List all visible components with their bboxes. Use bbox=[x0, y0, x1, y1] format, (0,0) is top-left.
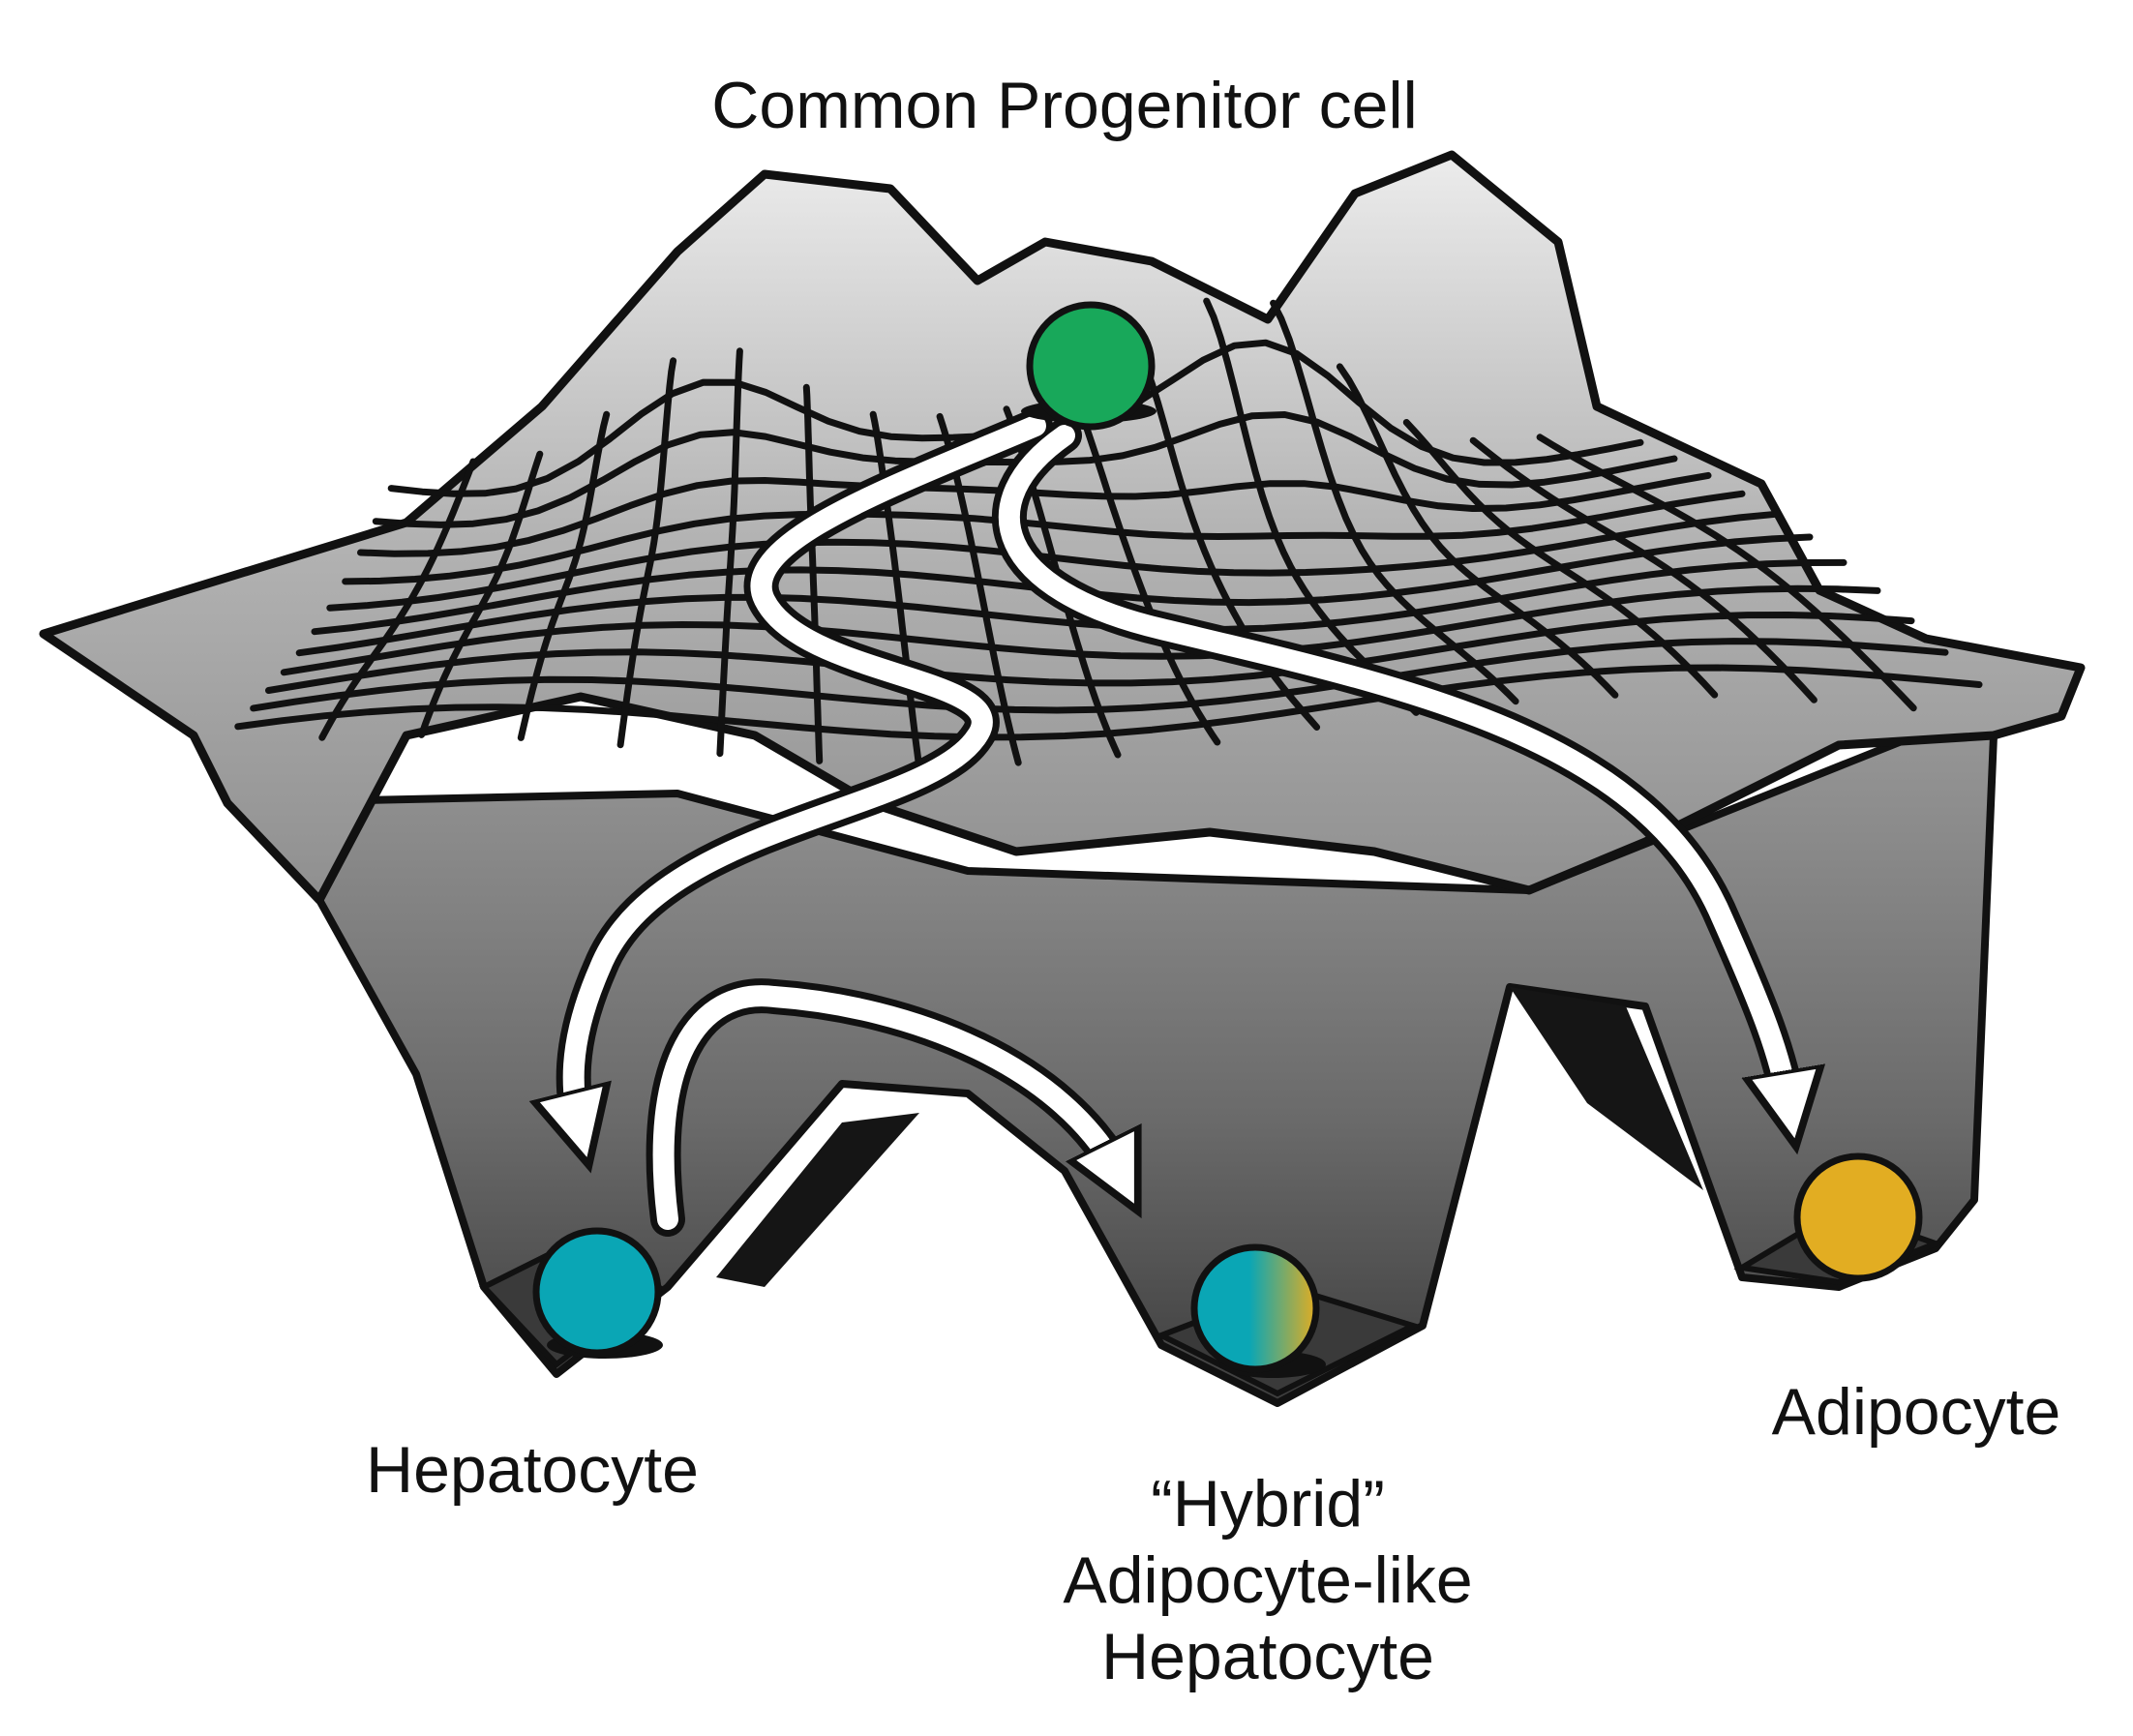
mesh-column-line bbox=[1536, 434, 1917, 712]
mesh-column-line bbox=[716, 347, 743, 758]
cells bbox=[532, 301, 1923, 1378]
mesh-column-line bbox=[616, 357, 677, 749]
arrow-to-adipocyte bbox=[999, 425, 1790, 1113]
mesh-column-line bbox=[1136, 348, 1321, 731]
mesh-column-line bbox=[869, 410, 922, 768]
differentiation-arrows bbox=[574, 408, 1790, 1237]
mesh-column-line bbox=[318, 458, 477, 741]
hybrid-label-line3: Hepatocyte bbox=[1101, 1619, 1434, 1693]
mesh-column-line bbox=[1069, 389, 1221, 746]
hepatocyte-cell bbox=[532, 1227, 662, 1357]
adipocyte-label-text: Adipocyte bbox=[1771, 1375, 2061, 1449]
hybrid-cell bbox=[1190, 1243, 1320, 1373]
mesh-column-line bbox=[517, 410, 611, 741]
mesh-column-line bbox=[802, 383, 824, 764]
arrow-to-hepatocyte bbox=[574, 415, 1046, 1132]
hybrid-label-line2: Adipocyte-like bbox=[1063, 1542, 1473, 1617]
adipocyte-cell bbox=[1793, 1152, 1923, 1282]
hepatocyte-label: Hepatocyte bbox=[290, 1432, 774, 1509]
progenitor-label: Common Progenitor cell bbox=[629, 68, 1500, 144]
mesh-column-line bbox=[1469, 436, 1818, 703]
hybrid-label: “Hybrid” Adipocyte-like Hepatocyte bbox=[968, 1466, 1568, 1695]
progenitor-label-text: Common Progenitor cell bbox=[711, 69, 1418, 142]
mesh-column-line bbox=[418, 450, 544, 738]
hepatocyte-label-text: Hepatocyte bbox=[366, 1433, 699, 1507]
mesh-column-line bbox=[1402, 419, 1719, 699]
mesh-column-line bbox=[1270, 299, 1519, 705]
hybrid-label-line1: “Hybrid” bbox=[1151, 1467, 1385, 1541]
adipocyte-label: Adipocyte bbox=[1674, 1374, 2133, 1451]
progenitor-cell bbox=[1026, 301, 1156, 431]
surface-mesh bbox=[234, 297, 1983, 768]
arrow-to-hybrid bbox=[652, 985, 1123, 1230]
mesh-column-line bbox=[1336, 363, 1619, 699]
